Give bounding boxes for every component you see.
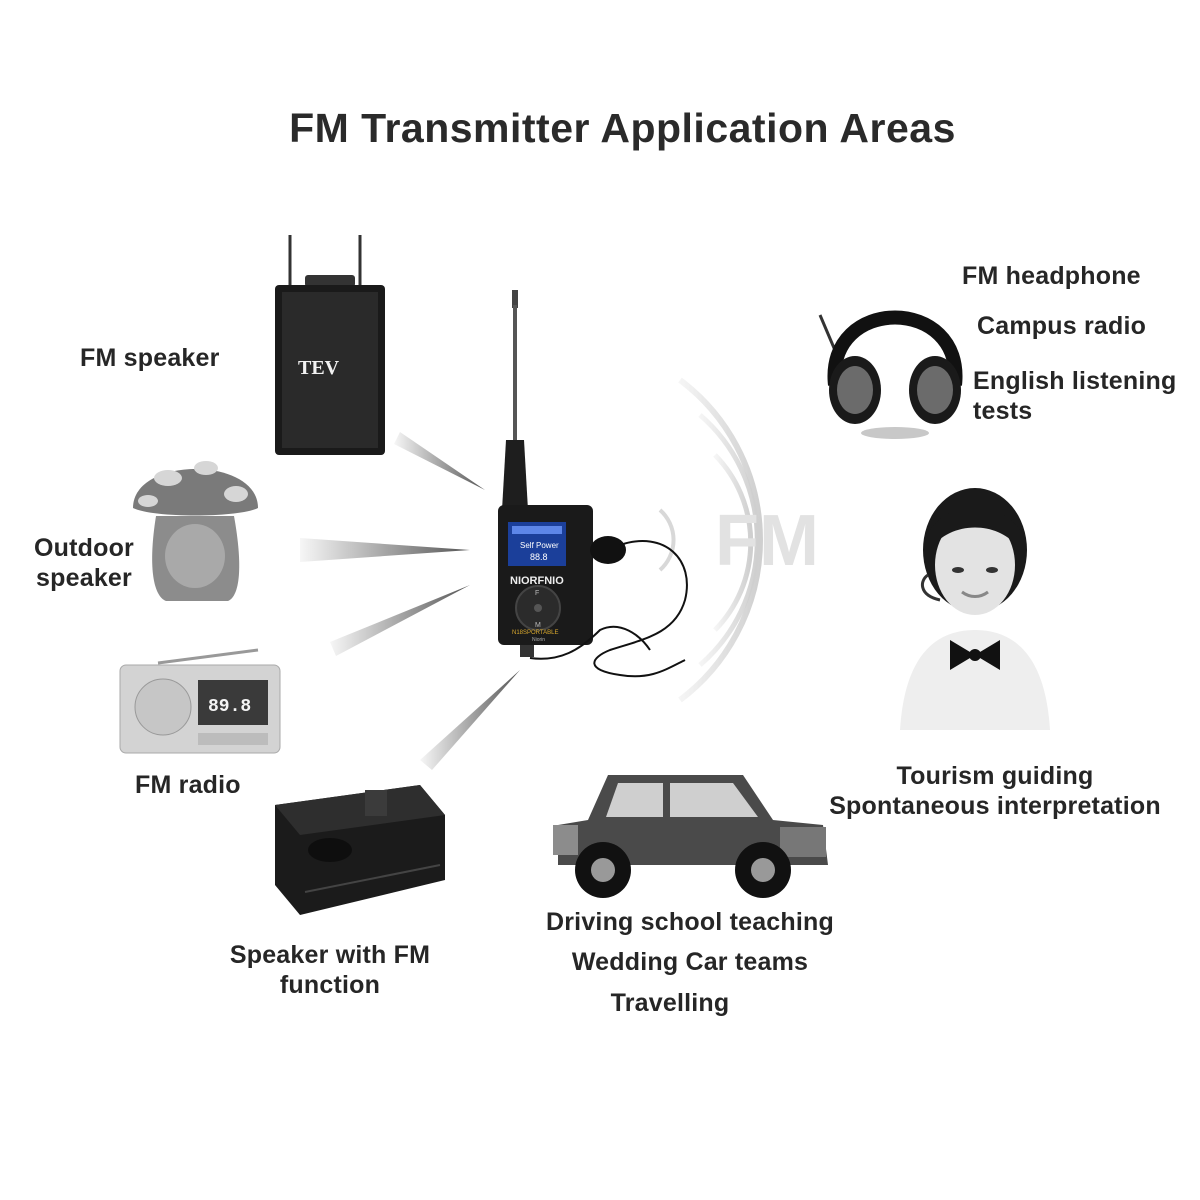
tour-guide-image	[900, 488, 1050, 730]
device-model-strip: N18SPORTABLE	[512, 630, 558, 636]
fm-watermark: FM	[715, 501, 819, 581]
label-tourism-guiding: Tourism guiding	[896, 762, 1094, 790]
label-outdoor-speaker: Outdoor speaker	[28, 533, 140, 593]
label-speaker-fm: Speaker with FM function	[215, 940, 445, 1000]
label-spontaneous-interpretation: Spontaneous interpretation	[829, 792, 1161, 820]
device-button-m: M	[535, 622, 541, 629]
headphone-image	[818, 310, 963, 439]
dock-speaker-image	[275, 785, 445, 915]
page-title: FM Transmitter Application Areas	[289, 105, 956, 151]
fm-transmitter-device: Self Power 88.8 NIORFNIO F M N18SPORTABL…	[498, 290, 688, 678]
fm-radio-image: 89.8	[119, 648, 281, 754]
label-fm-radio: FM radio	[135, 771, 241, 799]
label-speaker-fm-line1: Speaker with FM	[229, 941, 431, 969]
label-tests: tests	[973, 397, 1033, 425]
speaker-brand: TEV	[298, 357, 340, 379]
fm-wave-graphic: FM	[658, 377, 819, 703]
device-brand: NIORFNIO	[510, 575, 564, 587]
fm-speaker-image: TEV	[275, 235, 385, 455]
label-wedding-car: Wedding Car teams	[571, 948, 809, 976]
device-sub-strip: Niorin	[532, 637, 545, 643]
label-travelling: Travelling	[610, 989, 730, 1017]
signal-beams	[300, 432, 520, 770]
label-english-listening: English listening	[973, 367, 1177, 395]
radio-display: 89.8	[208, 697, 251, 717]
label-fm-headphone: FM headphone	[962, 262, 1141, 290]
label-driving-school: Driving school teaching	[546, 908, 834, 936]
car-image	[553, 775, 828, 898]
device-button-f: F	[535, 590, 539, 597]
device-screen-freq: 88.8	[530, 552, 548, 562]
label-campus-radio: Campus radio	[977, 312, 1147, 340]
device-screen-text: Self Power	[520, 541, 559, 550]
label-outdoor-speaker-line2: speaker	[36, 564, 132, 592]
label-fm-speaker: FM speaker	[80, 344, 220, 372]
outdoor-speaker-image	[133, 461, 258, 601]
label-outdoor-speaker-line1: Outdoor	[34, 534, 134, 562]
label-speaker-fm-line2: function	[279, 971, 381, 999]
